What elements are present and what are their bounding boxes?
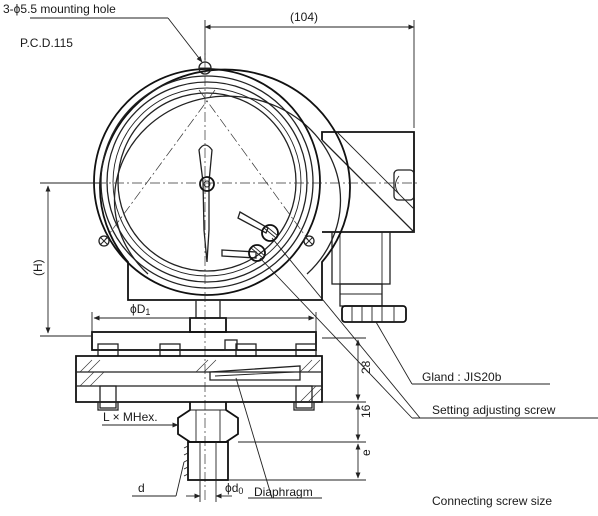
- dim-104: [204, 20, 415, 128]
- dim-16-label: 16: [359, 404, 373, 418]
- dim-104-label: (104): [290, 10, 318, 24]
- d0-label: ϕd0: [225, 481, 243, 496]
- centerlines: [42, 40, 420, 500]
- leader-setting-screw: [259, 237, 598, 419]
- dim-d1-sub: 1: [145, 307, 150, 317]
- d0-sub: 0: [238, 486, 243, 496]
- flange-hatch: [79, 359, 323, 403]
- pcd-label: P.C.D.115: [20, 36, 73, 50]
- dim-h-label: (H): [31, 259, 45, 276]
- setting-screw-label: Setting adjusting screw: [432, 403, 556, 417]
- dim-e-label: e: [359, 449, 373, 456]
- d0-main: ϕd: [225, 481, 238, 495]
- leader-d: [132, 461, 185, 497]
- leader-gland: [375, 321, 550, 385]
- d-label: d: [138, 481, 145, 495]
- setting-pointers: [221, 211, 279, 262]
- terminal-box: [321, 131, 415, 323]
- diaphragm-label: Diaphragm: [254, 485, 313, 499]
- dim-vertical-right: [228, 337, 366, 481]
- mounting-hole-label: 3-ϕ5.5 mounting hole: [3, 2, 116, 16]
- flange-body: [75, 355, 323, 411]
- connecting-screw: [183, 441, 229, 481]
- stem: [189, 299, 227, 333]
- gauge-body: [93, 68, 351, 301]
- dim-d0: [186, 480, 232, 502]
- dim-28-label: 28: [359, 360, 373, 374]
- dim-d1: [91, 312, 317, 334]
- pointer-main: [198, 144, 215, 263]
- hex-nut: [177, 402, 239, 443]
- upper-flange: [91, 331, 317, 357]
- dim-d1-label: ϕD1: [130, 302, 150, 317]
- mounting-hole-left: [98, 235, 110, 247]
- connecting-screw-label: Connecting screw size: [432, 494, 552, 508]
- leader-mounting-hole: [30, 17, 203, 63]
- hex-label: L × MHex.: [103, 410, 158, 424]
- dim-h: [40, 182, 100, 337]
- gland-label: Gland : JIS20b: [422, 370, 502, 384]
- leader-diaphragm: [235, 377, 322, 499]
- dim-d1-main: ϕD: [130, 302, 146, 316]
